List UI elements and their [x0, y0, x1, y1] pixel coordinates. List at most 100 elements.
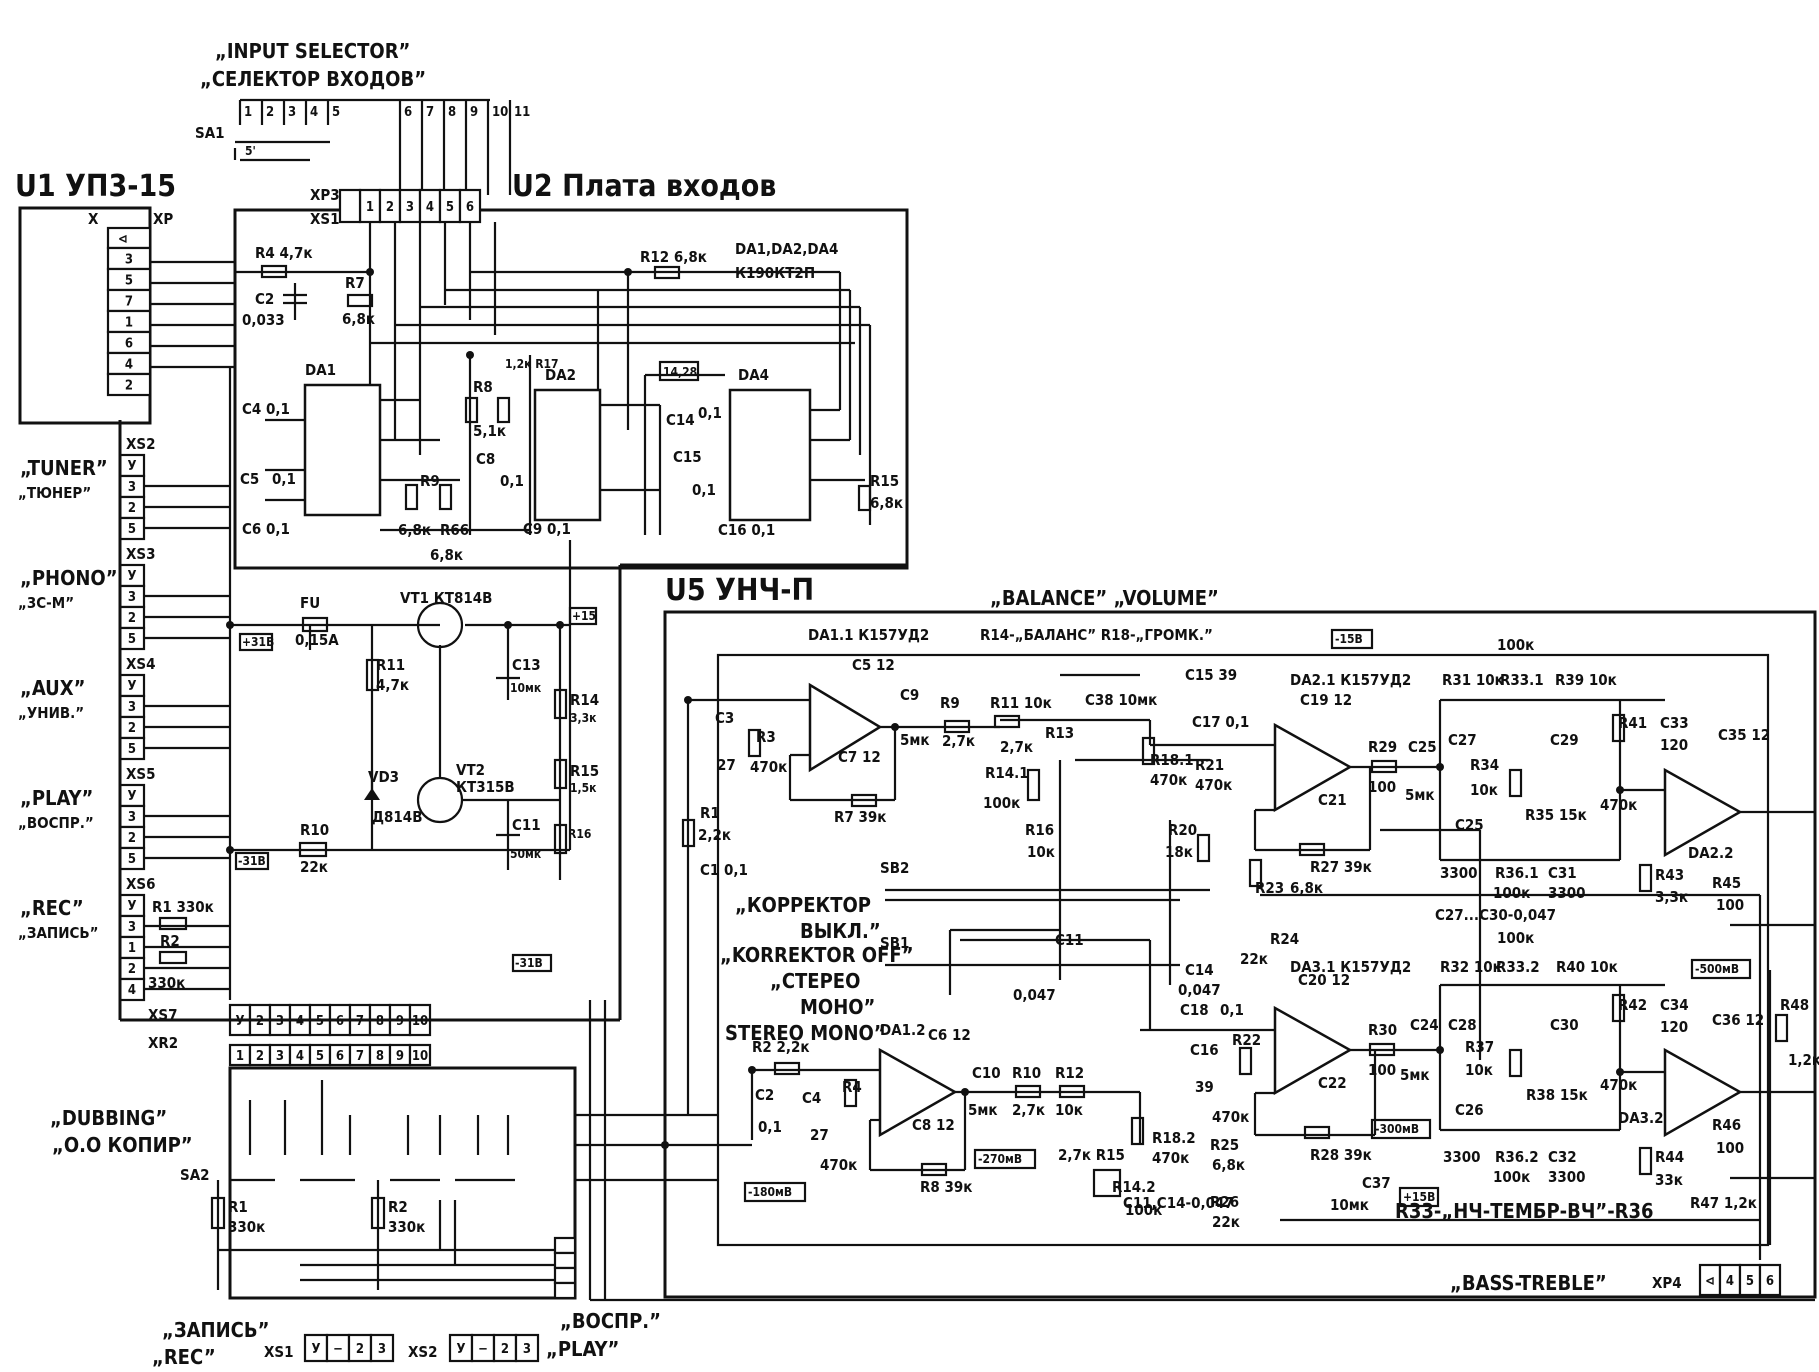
xr2-pin-label: 7 — [356, 1049, 364, 1064]
u5b-r15: 2,7к R15 — [1058, 1146, 1125, 1164]
u5b-r142v: 100к — [1125, 1201, 1162, 1219]
ps-vd3v: Д814В — [372, 808, 422, 826]
vykl-label: ВЫКЛ.” — [800, 919, 881, 943]
u5b-c28: C28 — [1448, 1016, 1477, 1034]
rec-label-ru: „ЗАПИСЬ” — [162, 1318, 269, 1342]
u5b-r46v: 100 — [1716, 1139, 1744, 1157]
u5-r13v: 2,7к — [1000, 738, 1033, 756]
sa1-pin-label: 4 — [310, 105, 318, 120]
input-label-en: „PHONO” — [20, 566, 118, 590]
u5-c9v: 5мк — [900, 731, 930, 749]
u5-r2: R2 2,2к — [752, 1038, 810, 1056]
xs1b-pin-label: 2 — [356, 1342, 364, 1357]
u2-r15: R15 — [870, 472, 899, 490]
u5b-c34v: 120 — [1660, 1018, 1688, 1036]
xp4-pin-label: 6 — [1766, 1274, 1774, 1289]
ps-r16: R16 — [568, 827, 591, 841]
u5-r181v: 470к — [1150, 771, 1187, 789]
jack-pin-label: 2 — [128, 501, 136, 516]
da22-label: DA2.2 — [1688, 844, 1734, 862]
u5b-r10v: 2,7к — [1012, 1101, 1045, 1119]
u5b-r22v: 470к — [1212, 1108, 1249, 1126]
ps-r15: R15 — [570, 762, 599, 780]
sa1-pin-label: 10 — [492, 105, 508, 120]
da32-opamp — [1663, 1047, 1743, 1138]
tag-m500: -500мВ — [1695, 962, 1739, 976]
sa2-r2: R2 — [388, 1198, 408, 1216]
u1-pin-7 — [106, 372, 152, 397]
jack-pin-label: 5 — [128, 632, 136, 647]
jack-label: XS2 — [126, 435, 156, 453]
u5b-r37: R37 — [1465, 1038, 1494, 1056]
u5-c15: C15 39 — [1185, 666, 1237, 684]
sa2-switch[interactable]: R1 330к R2 330к — [210, 1080, 575, 1290]
xr2-pin-label: 9 — [396, 1049, 404, 1064]
xp3-pin-label: 1 — [366, 200, 374, 215]
jack-pin-label: У — [127, 569, 136, 584]
u5-r9v: 2,7к — [942, 732, 975, 750]
u2-c15v: 0,1 — [692, 481, 716, 499]
xs2b-pin-label: 3 — [523, 1342, 531, 1357]
u5b-r38: R38 15к — [1526, 1086, 1588, 1104]
ps-r11: R11 — [376, 656, 405, 674]
u5b-c18v: 0,1 — [1220, 1001, 1244, 1019]
u5b-r28: R28 39к — [1310, 1146, 1372, 1164]
u2-r8: R8 — [473, 378, 493, 396]
u5-r34: R34 — [1470, 756, 1499, 774]
jack-pin-label: У — [127, 679, 136, 694]
xp4-pin-label: ⊲ — [1705, 1274, 1715, 1289]
u5-r29: R29 — [1368, 738, 1397, 756]
ps-fuv: 0,15А — [295, 631, 339, 649]
u5b-c4v: 27 — [810, 1126, 829, 1144]
u1-arrow-icon: ⊲ — [118, 232, 128, 247]
u5b-c16v: 39 — [1195, 1078, 1214, 1096]
u5-bottom-components: R2 2,2к C2 0,1 C6 12 C8 12 R8 39к C10 5м… — [752, 931, 1819, 1231]
xr2-pin-label: 10 — [412, 1049, 428, 1064]
u5b-c22: C22 — [1318, 1074, 1347, 1092]
u5b-c10: C10 — [972, 1064, 1001, 1082]
ps-vt1: VT1 КТ814В — [400, 589, 492, 607]
u5b-c18: C18 — [1180, 1001, 1209, 1019]
sa2-right-pins — [553, 1236, 577, 1300]
u5-r16: R16 — [1025, 821, 1054, 839]
input-label-ru: „ТЮНЕР” — [18, 484, 91, 502]
u2-c15: C15 — [673, 448, 702, 466]
xp3-label: XP3 — [310, 186, 340, 204]
sa1-pin-label: 1 — [244, 105, 252, 120]
u2-c2v: 0,033 — [242, 311, 285, 329]
xs1b-pin-4 — [369, 1333, 395, 1363]
xs1b-pin-label: 3 — [378, 1342, 386, 1357]
power-supply: FU 0,15А +31В VT1 КТ814В R11 4,7к VT2 КТ… — [230, 540, 599, 973]
u5-n100k: 100к — [1497, 636, 1534, 654]
u5-block — [663, 610, 1817, 1299]
u5b-c14: C14 — [1185, 961, 1214, 979]
u2-r12: R12 6,8к — [640, 248, 707, 266]
xs2b-pin-label: − — [478, 1342, 488, 1357]
u5-c33: C33 — [1660, 714, 1689, 732]
da21-label: DA2.1 К157УД2 — [1290, 671, 1411, 689]
sb1-sb2-switches[interactable] — [885, 888, 1210, 995]
xs6-r2v: 330к — [148, 974, 185, 992]
jack-pin-label: У — [127, 899, 136, 914]
xs1-bottom-label: XS1 — [264, 1343, 294, 1361]
ps-vd3: VD3 — [368, 768, 399, 786]
u1-pin-label: 7 — [125, 295, 133, 310]
u2-r66: R66 — [440, 521, 469, 539]
xs1b-pin-label: − — [333, 1342, 343, 1357]
input-label-en: „PLAY” — [20, 786, 93, 810]
sb1-label: SB1 — [880, 934, 909, 952]
u2-n1428: 14,28 — [663, 365, 697, 379]
da1-label: DA1 — [305, 361, 336, 379]
u2-c8: C8 — [476, 450, 495, 468]
xs2b-pin-label: У — [456, 1342, 465, 1357]
xr2-pin-label: 5 — [316, 1049, 324, 1064]
u5b-c2: C2 — [755, 1086, 774, 1104]
xr2-pin-label: 2 — [256, 1049, 264, 1064]
u5-c1: C1 0,1 — [700, 861, 748, 879]
ps-p15: +15 — [572, 609, 596, 623]
